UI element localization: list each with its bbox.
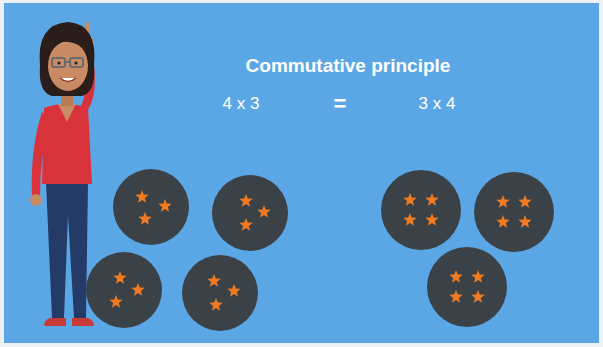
background-panel xyxy=(4,3,599,343)
title: Commutative principle xyxy=(246,55,451,77)
group-of-four xyxy=(86,169,288,331)
group-of-three xyxy=(381,170,554,327)
expression: 3 x 4 xyxy=(419,94,456,114)
equals-sign: = xyxy=(334,91,347,117)
teacher-figure xyxy=(30,22,95,326)
expression: 4 x 3 xyxy=(223,94,260,114)
